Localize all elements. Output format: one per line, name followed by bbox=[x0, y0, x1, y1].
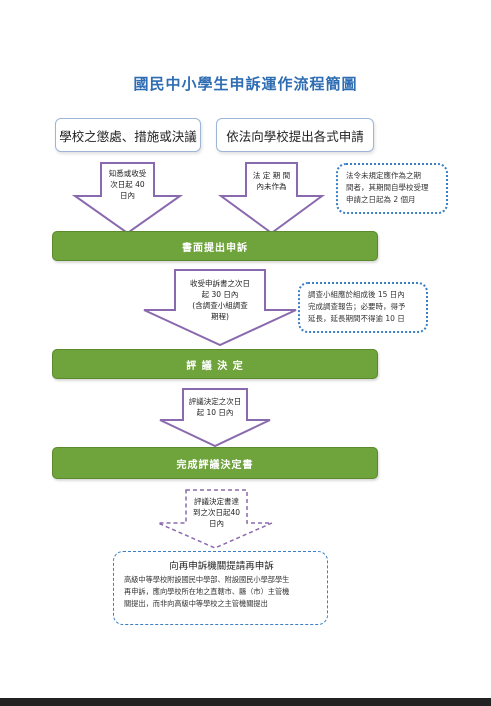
arrow-down-1 bbox=[71, 162, 184, 235]
step-review-decision: 評 議 決 定 bbox=[52, 349, 378, 379]
top-right-box: 依法向學校提出各式申請 bbox=[216, 118, 374, 152]
top-left-box: 學校之懲處、措施或決議 bbox=[55, 118, 201, 152]
arrow3-text: 收受申訴書之次日起 30 日內(含調查小組調查期程) bbox=[190, 279, 250, 321]
arrow2-text: 法 定 期 間內未作為 bbox=[252, 171, 291, 191]
arrow-down-5 bbox=[157, 489, 273, 549]
note-box-2: 調查小組應於組成後 15 日內完成調查報告；必要時，得予延長，延長期間不得逾 1… bbox=[298, 282, 428, 333]
arrow-down-3 bbox=[143, 269, 297, 347]
arrow-down-2 bbox=[217, 162, 326, 235]
re-appeal-body: 高級中等學校附設國民中學部、附設國民小學部學生再申訴，應向學校所在地之直轄市、縣… bbox=[124, 575, 290, 608]
bottom-border bbox=[0, 698, 491, 706]
arrow-down-4 bbox=[159, 388, 271, 448]
step-decision-document: 完成評議決定書 bbox=[52, 447, 378, 479]
step-written-appeal: 書面提出申訴 bbox=[52, 231, 378, 261]
arrow4-text: 評議決定之次日起 10 日內 bbox=[188, 397, 242, 417]
re-appeal-box: 向再申訴機關提請再申訴 高級中等學校附設國民中學部、附設國民小學部學生再申訴，應… bbox=[113, 551, 328, 625]
note-box-1: 法令未規定應作為之期間者，其期間自學校受理申請之日起為 2 個月 bbox=[336, 163, 448, 214]
page-title: 國民中小學生申訴運作流程簡圖 bbox=[133, 75, 358, 93]
re-appeal-title: 向再申訴機關提請再申訴 bbox=[169, 561, 274, 572]
